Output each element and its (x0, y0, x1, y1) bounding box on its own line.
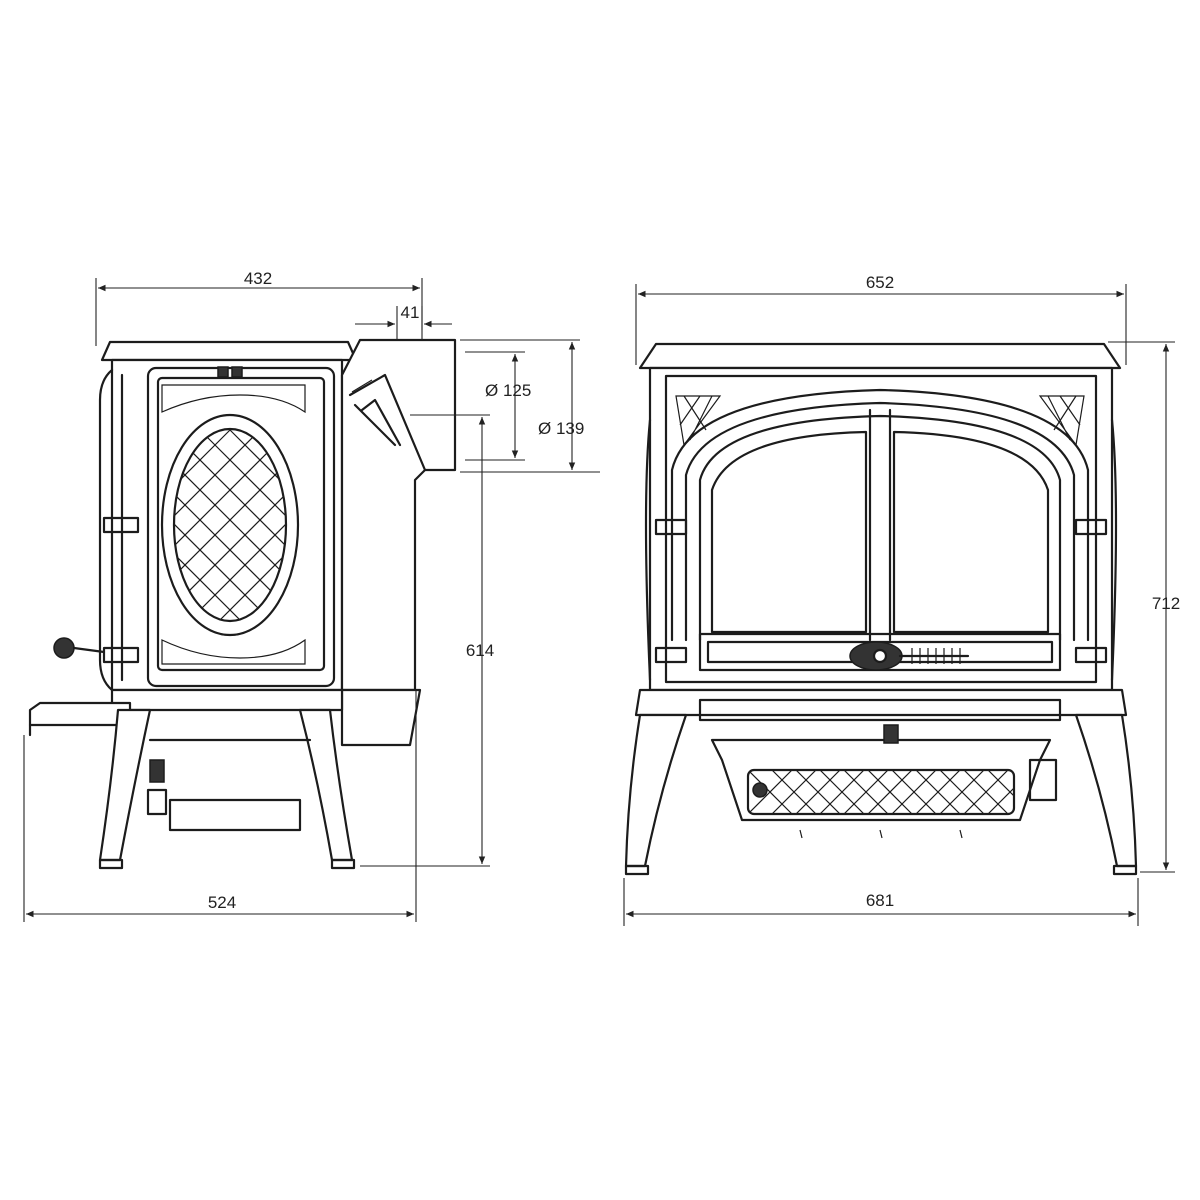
front-view (624, 342, 1138, 876)
side-view (28, 338, 457, 870)
dim-432-label: 432 (244, 269, 272, 288)
dim-652-label: 652 (866, 273, 894, 292)
dim-524-label: 524 (208, 893, 236, 912)
dim-614-label: 614 (466, 641, 494, 660)
dim-681-label: 681 (866, 891, 894, 910)
side-dimensions: 432 41 Ø 125 Ø 139 614 524 (23, 269, 600, 922)
drawer-lattice (748, 770, 1014, 814)
dim-125-label: Ø 125 (485, 381, 531, 400)
front-dimensions: 652 712 681 (623, 273, 1180, 926)
dim-139-label: Ø 139 (538, 419, 584, 438)
dim-712-label: 712 (1152, 594, 1180, 613)
dim-41-label: 41 (401, 303, 420, 322)
